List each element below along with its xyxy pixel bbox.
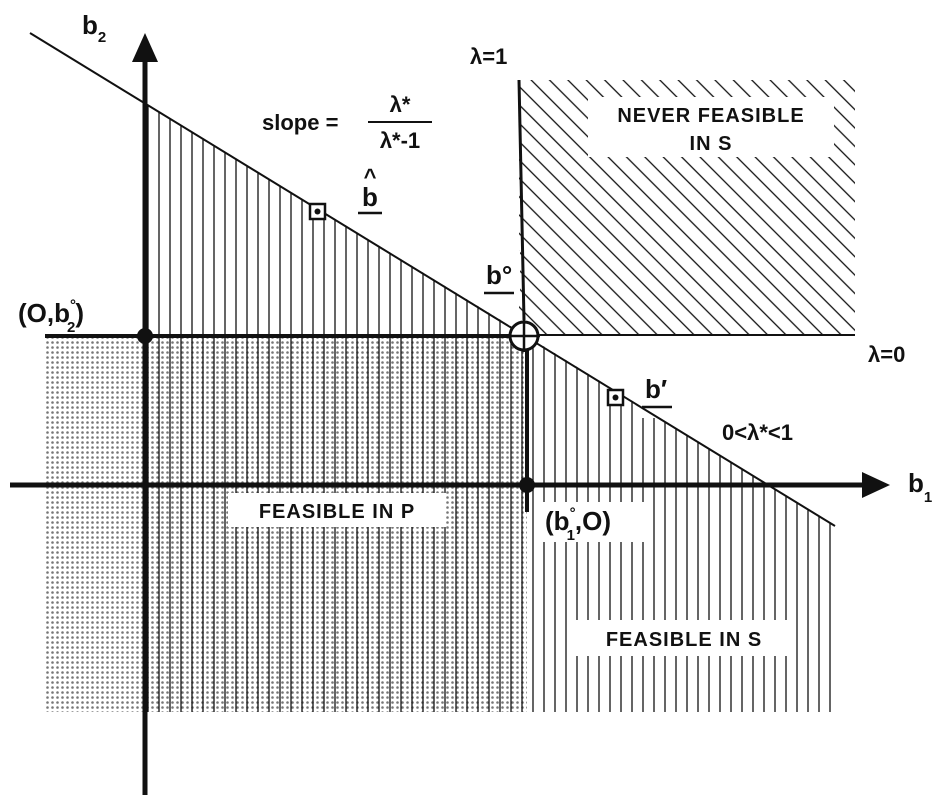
point-b-prime-marker [606, 388, 625, 407]
b-hat-accent: ^ [364, 164, 377, 189]
never-feasible-label-line1: NEVER FEASIBLE [617, 105, 804, 127]
b-zero-label-mask [482, 251, 520, 297]
never-feasible-label-mask [588, 97, 834, 157]
point-x-intercept [519, 477, 535, 493]
lambda-range-label-mask [718, 412, 814, 448]
lambda-range-label: 0<λ*<1 [722, 420, 793, 445]
point-y-intercept [137, 328, 153, 344]
never-feasible-label-line2: IN S [690, 133, 733, 155]
b-hat-label: b [362, 182, 378, 212]
slope-denominator: λ*-1 [380, 128, 420, 153]
y-axis-label: b2 [82, 10, 106, 46]
feasible-s-label-mask [572, 620, 796, 656]
y-axis-arrow [132, 33, 158, 62]
lambda-one-label: λ=1 [470, 44, 507, 69]
y-intercept-label: (O,b°2) [18, 297, 84, 336]
slope-line [29, 32, 836, 527]
slope-numerator: λ* [390, 92, 411, 117]
region-feasible-s-hatch [145, 103, 835, 712]
feasible-s-label: FEASIBLE IN S [606, 629, 762, 651]
feasible-p-label: FEASIBLE IN P [259, 501, 415, 523]
point-b-hat-marker [308, 202, 327, 221]
lambda-zero-label: λ=0 [868, 342, 905, 367]
b-zero-label: b° [486, 260, 512, 290]
lambda-one-line [517, 79, 526, 321]
b-prime-label: b′ [645, 374, 667, 404]
x-axis-arrow [862, 472, 890, 498]
b-hat-label-mask [354, 160, 386, 218]
x-axis-label: b1 [908, 468, 932, 506]
slope-label: slope = [262, 110, 338, 135]
x-intercept-label: (b°1,O) [545, 505, 611, 544]
x-intercept-label-mask [540, 502, 644, 542]
point-b-zero-marker [508, 320, 540, 352]
feasible-p-label-mask [228, 493, 446, 527]
